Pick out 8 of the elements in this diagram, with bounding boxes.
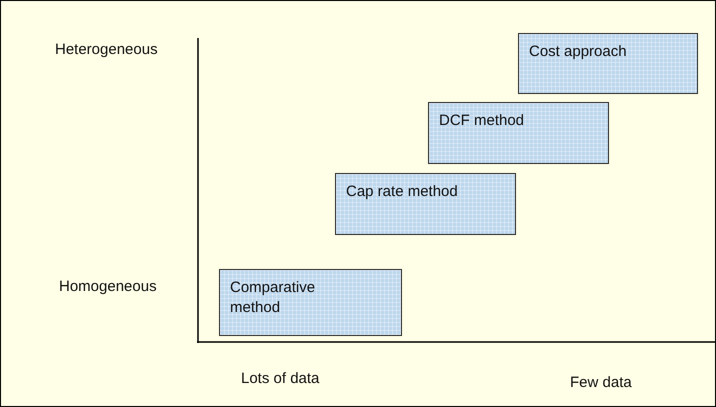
method-box: Cap rate method [335, 173, 516, 235]
method-box: Cost approach [518, 33, 698, 94]
method-box: Comparative method [219, 269, 402, 336]
method-box: DCF method [428, 102, 609, 164]
axis-label: Heterogeneous [55, 41, 158, 58]
axis-label: Homogeneous [59, 278, 157, 295]
axis-label: Lots of data [241, 370, 320, 387]
axis-label: Few data [570, 374, 632, 391]
